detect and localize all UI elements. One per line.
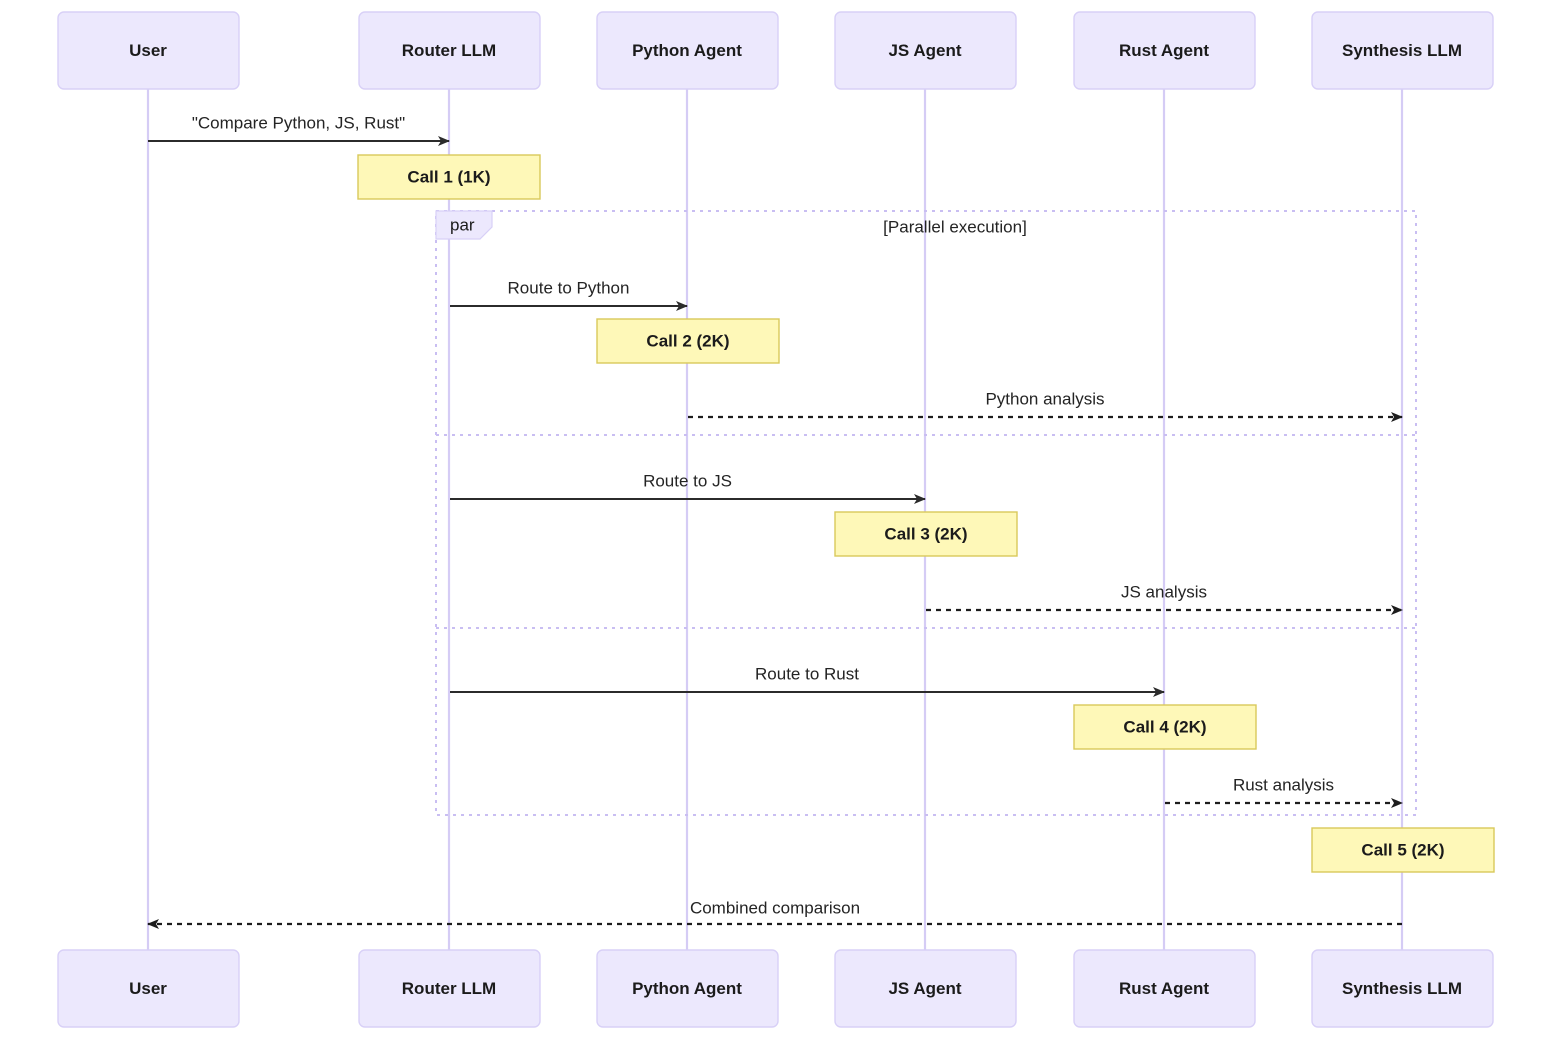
participant-box[interactable] (358, 949, 541, 1028)
note-n2: Call 2 (2K) (596, 318, 780, 364)
participant-python-top[interactable]: Python Agent (596, 11, 779, 90)
participant-box[interactable] (1073, 949, 1256, 1028)
participants-bottom: User Router LLM Python Agent JS Agent Rust A… (57, 949, 1494, 1028)
parallel-frame-border (435, 210, 1417, 816)
participant-synthesis-bottom[interactable]: Synthesis LLM (1311, 949, 1494, 1028)
note-label: Call 4 (2K) (1123, 717, 1206, 736)
note-box (1073, 704, 1257, 750)
parallel-tab-label: par (450, 215, 475, 234)
participant-box[interactable] (834, 949, 1017, 1028)
note-label: Call 3 (2K) (884, 524, 967, 543)
participant-label: Router LLM (402, 41, 496, 60)
message-label: Combined comparison (690, 898, 860, 917)
participant-box[interactable] (1073, 11, 1256, 90)
participant-user-top[interactable]: User (57, 11, 240, 90)
parallel-condition-label: [Parallel execution] (883, 217, 1027, 236)
note-box (1311, 827, 1495, 873)
participant-rust-bottom[interactable]: Rust Agent (1073, 949, 1256, 1028)
participant-router-bottom[interactable]: Router LLM (358, 949, 541, 1028)
message-m8: Combined comparison (147, 898, 1402, 929)
note-box (357, 154, 541, 200)
participants-top: User Router LLM Python Agent JS Agent Rust A… (57, 11, 1494, 90)
participant-label: Synthesis LLM (1342, 41, 1462, 60)
participant-box[interactable] (57, 949, 240, 1028)
participant-label: Router LLM (402, 979, 496, 998)
participant-js-top[interactable]: JS Agent (834, 11, 1017, 90)
message-label: Route to Rust (755, 664, 859, 683)
participant-label: Synthesis LLM (1342, 979, 1462, 998)
messages-layer: "Compare Python, JS, Rust" Route to Pytho… (147, 113, 1403, 929)
participant-python-bottom[interactable]: Python Agent (596, 949, 779, 1028)
message-label: Route to JS (643, 471, 732, 490)
note-box (596, 318, 780, 364)
participant-user-bottom[interactable]: User (57, 949, 240, 1028)
message-m1: "Compare Python, JS, Rust" (148, 113, 450, 146)
message-label: Rust analysis (1233, 775, 1334, 794)
participant-box[interactable] (358, 11, 541, 90)
message-label: JS analysis (1121, 582, 1207, 601)
parallel-tab (435, 210, 493, 240)
message-m2: Route to Python (450, 278, 688, 311)
note-label: Call 1 (1K) (407, 167, 490, 186)
note-n5: Call 5 (2K) (1311, 827, 1495, 873)
note-n1: Call 1 (1K) (357, 154, 541, 200)
message-m6: Route to Rust (450, 664, 1165, 697)
participant-label: User (129, 979, 167, 998)
participant-box[interactable] (57, 11, 240, 90)
participant-rust-top[interactable]: Rust Agent (1073, 11, 1256, 90)
participant-box[interactable] (596, 11, 779, 90)
message-label: Route to Python (508, 278, 630, 297)
participant-label: Python Agent (632, 41, 742, 60)
message-m4: Route to JS (450, 471, 926, 504)
participant-router-top[interactable]: Router LLM (358, 11, 541, 90)
participant-js-bottom[interactable]: JS Agent (834, 949, 1017, 1028)
participant-label: Python Agent (632, 979, 742, 998)
lifelines-layer (146, 89, 1404, 950)
message-m3: Python analysis (688, 389, 1403, 422)
message-m5: JS analysis (926, 582, 1403, 615)
note-n4: Call 4 (2K) (1073, 704, 1257, 750)
note-label: Call 2 (2K) (646, 331, 729, 350)
note-box (834, 511, 1018, 557)
participant-label: JS Agent (888, 41, 961, 60)
message-m7: Rust analysis (1165, 775, 1403, 808)
participant-synthesis-top[interactable]: Synthesis LLM (1311, 11, 1494, 90)
notes-layer: Call 1 (1K) Call 2 (2K) Call 3 (2K) Call 4 … (357, 154, 1495, 873)
participant-box[interactable] (834, 11, 1017, 90)
note-n3: Call 3 (2K) (834, 511, 1018, 557)
participant-box[interactable] (596, 949, 779, 1028)
participant-box[interactable] (1311, 949, 1494, 1028)
parallel-fragment: par [Parallel execution] (435, 210, 1417, 816)
participant-label: JS Agent (888, 979, 961, 998)
message-label: Python analysis (985, 389, 1104, 408)
participant-label: User (129, 41, 167, 60)
participant-label: Rust Agent (1119, 979, 1209, 998)
note-label: Call 5 (2K) (1361, 840, 1444, 859)
participant-box[interactable] (1311, 11, 1494, 90)
participant-label: Rust Agent (1119, 41, 1209, 60)
message-label: "Compare Python, JS, Rust" (192, 113, 405, 132)
